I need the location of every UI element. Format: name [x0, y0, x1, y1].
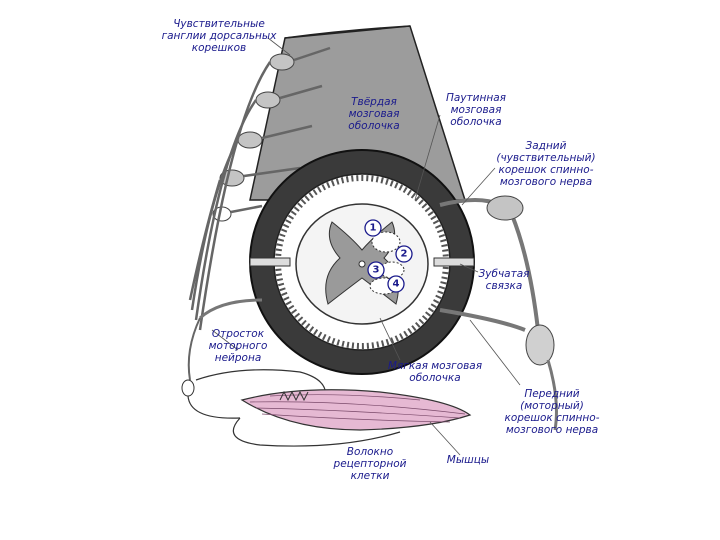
marker-1-text: 1 [370, 223, 377, 234]
marker-3-text: 3 [373, 265, 380, 276]
label-dura-mater: Твёрдая мозговая оболочка [348, 96, 400, 132]
marker-2-text: 2 [401, 249, 408, 260]
marker-2: 2 [395, 245, 413, 263]
dorsal-root-ganglion [486, 195, 524, 221]
label-pia-mater: Мягкая мозговая оболочка [387, 360, 483, 384]
marker-1: 1 [364, 219, 382, 237]
marker-3: 3 [367, 261, 385, 279]
label-receptor-fiber: Волокно рецепторной клетки [333, 446, 407, 482]
label-dorsal-root: Задний (чувствительный) корешок спинно- … [496, 140, 596, 188]
label-arachnoid: Паутинная мозговая оболочка [446, 92, 506, 128]
muscle-shape [240, 389, 472, 431]
label-motor-process: Отросток моторного нейрона [208, 328, 268, 364]
marker-4-text: 4 [393, 279, 400, 290]
marker-4: 4 [387, 275, 405, 293]
label-muscles: Мышцы [446, 454, 490, 466]
label-sensory-ganglia: Чувствительные ганглии дорсальных корешк… [161, 18, 277, 54]
label-dentate-ligament: Зубчатая связка [478, 268, 530, 292]
label-ventral-root: Передний (моторный) корешок спинно- мозг… [504, 388, 600, 436]
